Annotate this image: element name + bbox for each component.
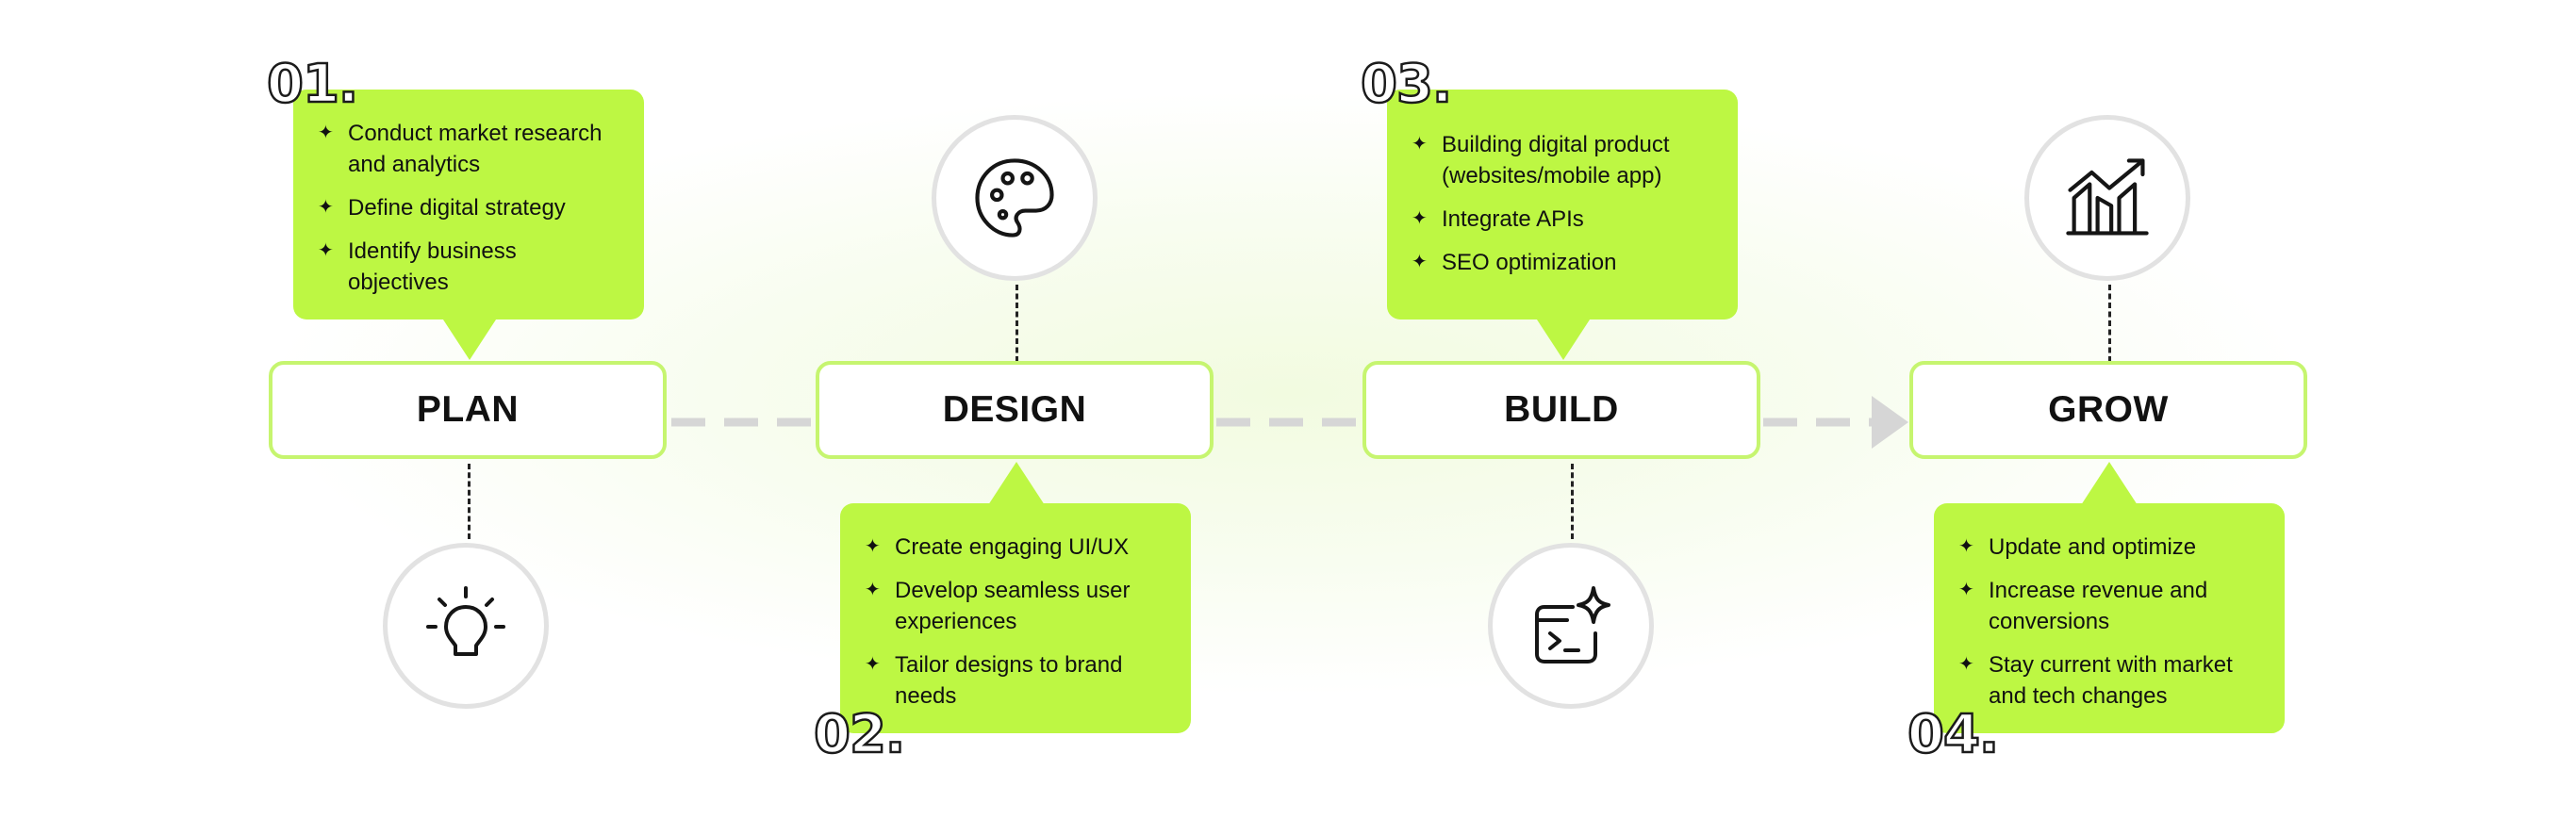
- lightbulb-icon: [426, 586, 505, 656]
- grow-card-pointer: [2081, 462, 2138, 505]
- build-icon-circle: [1488, 543, 1654, 709]
- plan-icon-connector: [468, 464, 471, 539]
- list-item: ✦Building digital product (websites/mobi…: [1412, 129, 1715, 191]
- grow-icon-circle: [2024, 115, 2190, 281]
- sparkle-icon: ✦: [1958, 580, 1974, 600]
- sparkle-icon: ✦: [1958, 536, 1974, 557]
- list-item: ✦Create engaging UI/UX: [865, 532, 1168, 563]
- design-icon-connector: [1016, 285, 1018, 362]
- list-item: ✦Define digital strategy: [318, 192, 621, 223]
- step-number: 03.: [1360, 54, 1454, 115]
- sparkle-icon: ✦: [318, 240, 334, 261]
- sparkle-icon: ✦: [318, 123, 334, 143]
- stage-build: BUILD: [1362, 361, 1760, 459]
- list-item: ✦Conduct market research and analytics: [318, 118, 621, 180]
- arrowhead: [1872, 396, 1908, 449]
- list-item: ✦Identify business objectives: [318, 236, 621, 298]
- stage-grow: GROW: [1909, 361, 2307, 459]
- design-card: ✦Create engaging UI/UX ✦Develop seamless…: [840, 503, 1191, 733]
- sparkle-icon: ✦: [865, 580, 881, 600]
- grow-icon-connector: [2108, 285, 2111, 362]
- list-item: ✦Increase revenue and conversions: [1958, 575, 2262, 637]
- growth-chart-icon: [2066, 158, 2149, 236]
- plan-card: ✦Conduct market research and analytics ✦…: [293, 90, 644, 319]
- sparkle-icon: ✦: [865, 536, 881, 557]
- list-item: ✦Tailor designs to brand needs: [865, 649, 1168, 712]
- list-item: ✦Update and optimize: [1958, 532, 2262, 563]
- step-number: 01.: [266, 54, 360, 115]
- grow-card: ✦Update and optimize ✦Increase revenue a…: [1934, 503, 2285, 733]
- design-card-pointer: [988, 462, 1045, 505]
- sparkle-icon: ✦: [865, 654, 881, 675]
- code-sparkle-icon: [1535, 586, 1610, 663]
- step-number: 04.: [1907, 704, 2001, 765]
- list-item: ✦Integrate APIs: [1412, 204, 1715, 235]
- sparkle-icon: ✦: [1412, 252, 1428, 272]
- step-number: 02.: [813, 704, 907, 765]
- build-icon-connector: [1571, 464, 1574, 539]
- list-item: ✦Develop seamless user experiences: [865, 575, 1168, 637]
- sparkle-icon: ✦: [1958, 654, 1974, 675]
- stage-design: DESIGN: [816, 361, 1214, 459]
- sparkle-icon: ✦: [1412, 208, 1428, 229]
- build-card: ✦Building digital product (websites/mobi…: [1387, 90, 1738, 319]
- list-item: ✦Stay current with market and tech chang…: [1958, 649, 2262, 712]
- design-icon-circle: [932, 115, 1098, 281]
- stage-plan: PLAN: [269, 361, 667, 459]
- list-item: ✦SEO optimization: [1412, 247, 1715, 278]
- sparkle-icon: ✦: [318, 197, 334, 218]
- plan-icon-circle: [383, 543, 549, 709]
- palette-icon: [975, 158, 1054, 238]
- build-card-pointer: [1535, 317, 1592, 360]
- plan-card-pointer: [441, 317, 498, 360]
- sparkle-icon: ✦: [1412, 134, 1428, 155]
